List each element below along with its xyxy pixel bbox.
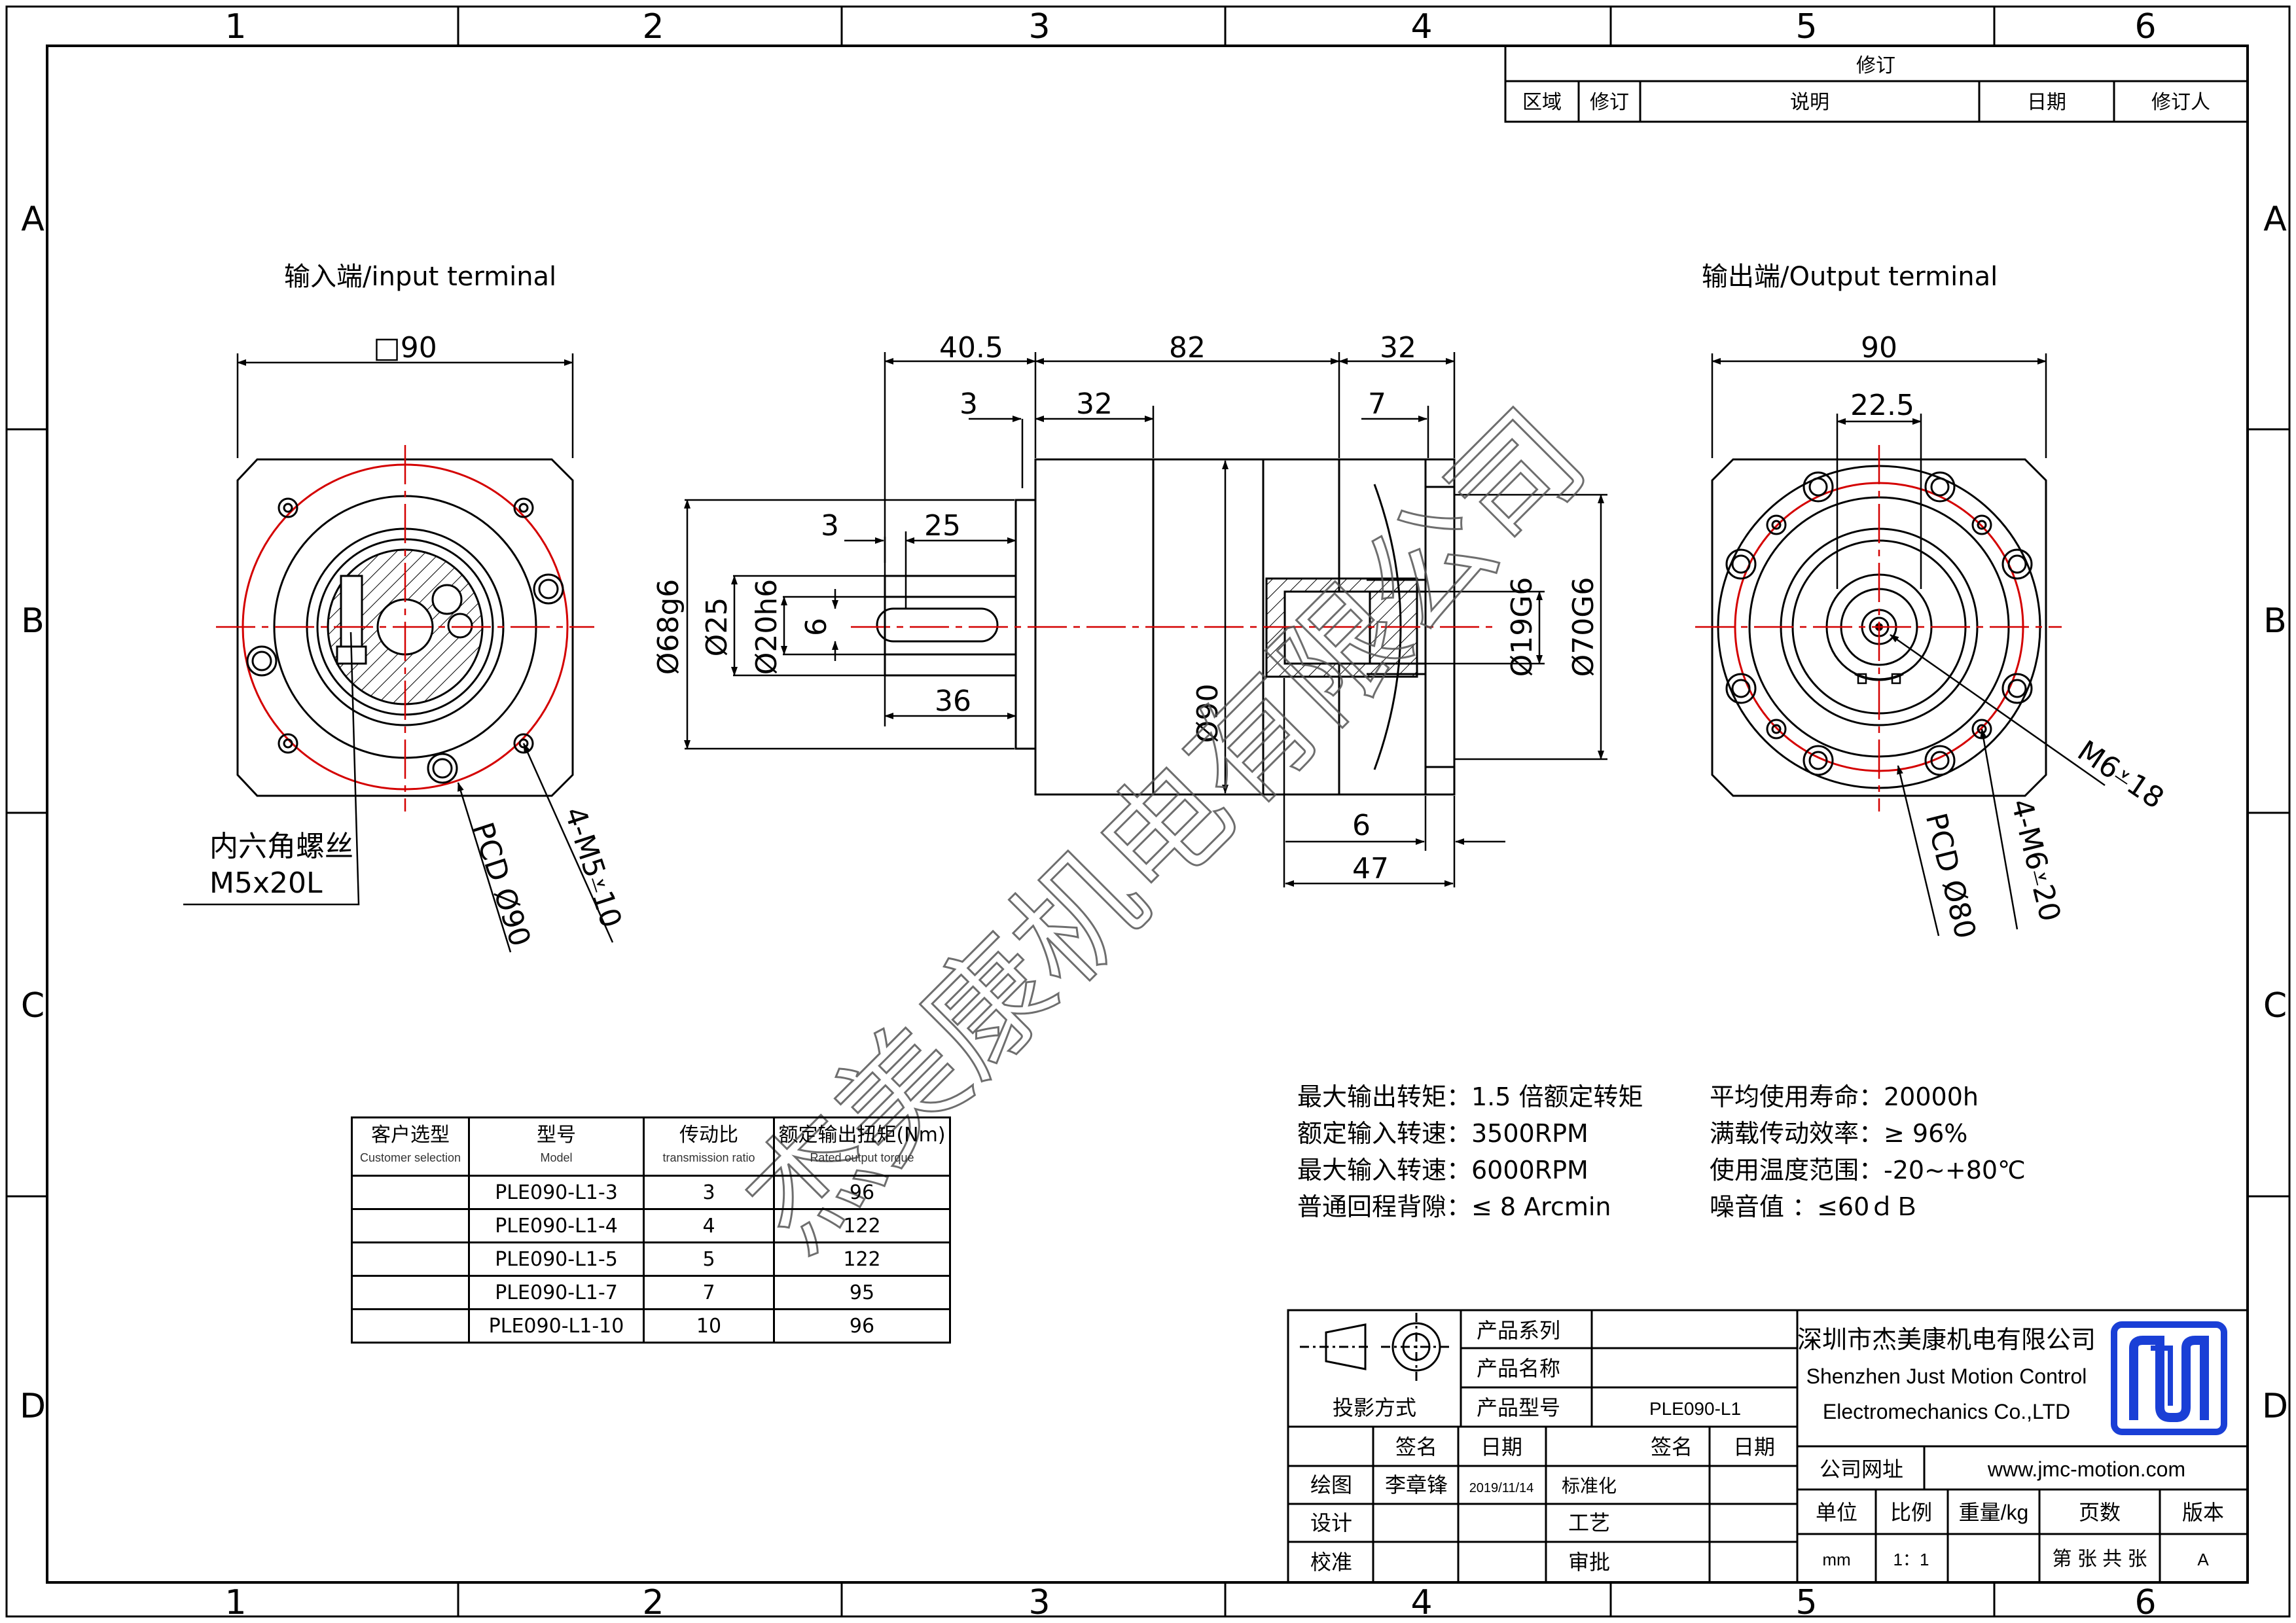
tb-company-cn: 深圳市杰美康机电有限公司 bbox=[1797, 1327, 2096, 1354]
grid-row-d: D bbox=[20, 1387, 46, 1426]
grid-col-2: 2 bbox=[642, 7, 664, 46]
tb-drawn-by: 李章锋 bbox=[1385, 1473, 1448, 1497]
grid-col-6-bottom: 6 bbox=[2134, 1583, 2156, 1622]
dim-3: 3 bbox=[960, 387, 978, 421]
tb-approve: 审批 bbox=[1568, 1550, 1610, 1574]
revision-header-rev: 修订 bbox=[1590, 91, 1629, 114]
tb-drawn: 绘图 bbox=[1310, 1473, 1352, 1497]
tb-scale: 比例 bbox=[1890, 1501, 1932, 1524]
tb-sign2: 签名 bbox=[1651, 1435, 1693, 1459]
grid-row-c: C bbox=[21, 986, 45, 1026]
tb-pages: 页数 bbox=[2079, 1501, 2121, 1524]
inner-frame bbox=[46, 45, 2249, 1584]
revision-block bbox=[1504, 45, 2249, 123]
tb-standard: 标准化 bbox=[1562, 1476, 1617, 1496]
watermark: 杰美康机电有限公司 bbox=[719, 383, 1612, 1277]
tb-sign: 签名 bbox=[1395, 1435, 1437, 1459]
grid-col-6: 6 bbox=[2134, 7, 2156, 46]
dim-input-holes: 4-M5⩡10 bbox=[558, 803, 628, 932]
dim-32: 32 bbox=[1076, 387, 1113, 421]
tb-product-name: 产品名称 bbox=[1477, 1357, 1560, 1380]
dim-d68: Ø68g6 bbox=[652, 579, 685, 675]
grid-row-b: B bbox=[21, 601, 45, 641]
dim-36: 36 bbox=[935, 685, 971, 718]
tb-unit-value: mm bbox=[1822, 1550, 1850, 1569]
tb-check: 校准 bbox=[1310, 1550, 1352, 1574]
grid-col-5: 5 bbox=[1795, 7, 1817, 46]
dim-32-top: 32 bbox=[1380, 331, 1416, 365]
grid-col-4-bottom: 4 bbox=[1410, 1583, 1432, 1622]
tb-product-model: 产品型号 bbox=[1477, 1396, 1560, 1419]
tb-model-value: PLE090-L1 bbox=[1649, 1399, 1741, 1419]
tb-product-series: 产品系列 bbox=[1477, 1319, 1560, 1342]
dim-output-pcd: PCD Ø80 bbox=[1919, 810, 1982, 942]
dim-d70: Ø70G6 bbox=[1567, 577, 1600, 677]
input-view bbox=[183, 353, 614, 953]
revision-title: 修订 bbox=[1856, 54, 1895, 77]
dim-input-pcd: PCD Ø90 bbox=[465, 819, 537, 951]
tb-website-label: 公司网址 bbox=[1820, 1457, 1903, 1481]
tb-website: www.jmc-motion.com bbox=[1987, 1457, 2185, 1481]
dim-40-5: 40.5 bbox=[939, 331, 1003, 365]
grid-col-1: 1 bbox=[224, 7, 246, 46]
dim-output-90: 90 bbox=[1861, 331, 1897, 365]
grid-row-c-right: C bbox=[2263, 986, 2287, 1026]
grid-col-3: 3 bbox=[1028, 7, 1050, 46]
grid-col-5-bottom: 5 bbox=[1795, 1583, 1817, 1622]
grid-col-2-bottom: 2 bbox=[642, 1583, 664, 1622]
dim-47: 47 bbox=[1352, 852, 1389, 885]
dim-output-22-5: 22.5 bbox=[1850, 389, 1914, 422]
dim-input-square: □90 bbox=[373, 331, 437, 365]
tb-version-value: A bbox=[2197, 1550, 2209, 1569]
grid-row-a-right: A bbox=[2263, 200, 2287, 239]
dim-d20: Ø20h6 bbox=[750, 579, 783, 675]
grid-col-4: 4 bbox=[1410, 7, 1432, 46]
revision-header-person: 修订人 bbox=[2151, 91, 2210, 114]
tb-weight: 重量/kg bbox=[1959, 1501, 2029, 1524]
revision-header-date: 日期 bbox=[2027, 91, 2066, 114]
tb-company-en1: Shenzhen Just Motion Control bbox=[1806, 1364, 2087, 1388]
dim-25: 25 bbox=[924, 509, 961, 543]
tb-date: 日期 bbox=[1480, 1435, 1522, 1459]
dim-3b: 3 bbox=[821, 509, 839, 543]
grid-col-1-bottom: 1 bbox=[224, 1583, 246, 1622]
dim-6: 6 bbox=[800, 618, 833, 636]
grid-row-a: A bbox=[21, 200, 45, 239]
tb-date2: 日期 bbox=[1733, 1435, 1775, 1459]
revision-header-desc: 说明 bbox=[1790, 91, 1829, 114]
dim-d90: Ø90 bbox=[1191, 684, 1225, 743]
view-input-label: 输入端/input terminal bbox=[284, 262, 556, 292]
dim-6b: 6 bbox=[1352, 809, 1371, 842]
outer-frame bbox=[5, 5, 2291, 1618]
grid-ticks bbox=[7, 7, 2289, 1616]
tb-process: 工艺 bbox=[1568, 1511, 1610, 1535]
dim-output-m6: M6⩡18 bbox=[2072, 734, 2170, 815]
tb-pages-value: 第 张 共 张 bbox=[2052, 1548, 2147, 1570]
grid-col-3-bottom: 3 bbox=[1028, 1583, 1050, 1622]
view-output-label: 输出端/Output terminal bbox=[1702, 262, 1998, 292]
dim-d19: Ø19G6 bbox=[1505, 577, 1539, 677]
tb-unit: 单位 bbox=[1816, 1501, 1857, 1524]
tb-scale-value: 1：1 bbox=[1893, 1550, 1929, 1569]
tb-company-en2: Electromechanics Co.,LTD bbox=[1823, 1400, 2070, 1423]
tb-projection: 投影方式 bbox=[1333, 1396, 1416, 1419]
tb-drawn-date: 2019/11/14 bbox=[1469, 1481, 1534, 1495]
hex-screw-label-1: 内六角螺丝 bbox=[209, 830, 353, 863]
tb-design: 设计 bbox=[1310, 1511, 1352, 1535]
dim-82: 82 bbox=[1169, 331, 1206, 365]
grid-row-b-right: B bbox=[2263, 601, 2287, 641]
title-block bbox=[1287, 1309, 2249, 1584]
grid-row-d-right: D bbox=[2262, 1387, 2288, 1426]
output-view bbox=[1695, 353, 2106, 936]
side-dimensions bbox=[684, 352, 1607, 887]
hex-screw-label-2: M5x20L bbox=[209, 866, 323, 900]
dim-d25: Ø25 bbox=[700, 597, 734, 657]
company-logo bbox=[2111, 1321, 2227, 1435]
dim-7: 7 bbox=[1368, 387, 1386, 421]
tb-version: 版本 bbox=[2182, 1501, 2224, 1524]
revision-header-area: 区域 bbox=[1522, 91, 1562, 114]
